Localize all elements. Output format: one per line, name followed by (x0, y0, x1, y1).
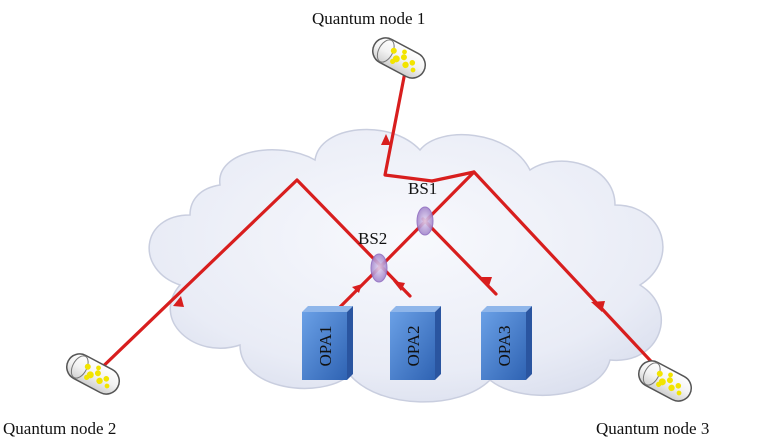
atomic-ensemble-node1-icon (372, 37, 426, 79)
node3-label: Quantum node 3 (596, 419, 709, 438)
beam-node1 (383, 70, 434, 183)
arrow-opa2-beam (393, 281, 405, 291)
opa-block-2: OPA2 (390, 306, 441, 380)
node1-label: Quantum node 1 (312, 9, 425, 28)
opa3-label: OPA3 (495, 326, 514, 367)
opa-block-3: OPA3 (481, 306, 532, 380)
opa-block-1: OPA1 (302, 306, 353, 380)
beam-arrows (173, 134, 605, 312)
bs1-label: BS1 (408, 179, 437, 198)
node2-label: Quantum node 2 (3, 419, 116, 438)
arrow-node2-beam (173, 296, 184, 307)
beamsplitter-bs1 (416, 206, 434, 236)
beamsplitter-bs2 (370, 253, 388, 283)
arrow-node1-beam (381, 134, 391, 145)
opa1-label: OPA1 (316, 326, 335, 367)
opa2-label: OPA2 (404, 326, 423, 367)
atomic-ensemble-node2-icon (66, 353, 120, 395)
arrow-node3-beam (591, 301, 605, 312)
bs2-label: BS2 (358, 229, 387, 248)
arrow-opa1-beam (352, 284, 362, 293)
beam-bs1-to-opa3 (421, 217, 498, 296)
arrow-opa3-beam (479, 277, 492, 286)
atomic-ensemble-node3-icon (638, 360, 692, 402)
beam-node2 (90, 178, 412, 379)
